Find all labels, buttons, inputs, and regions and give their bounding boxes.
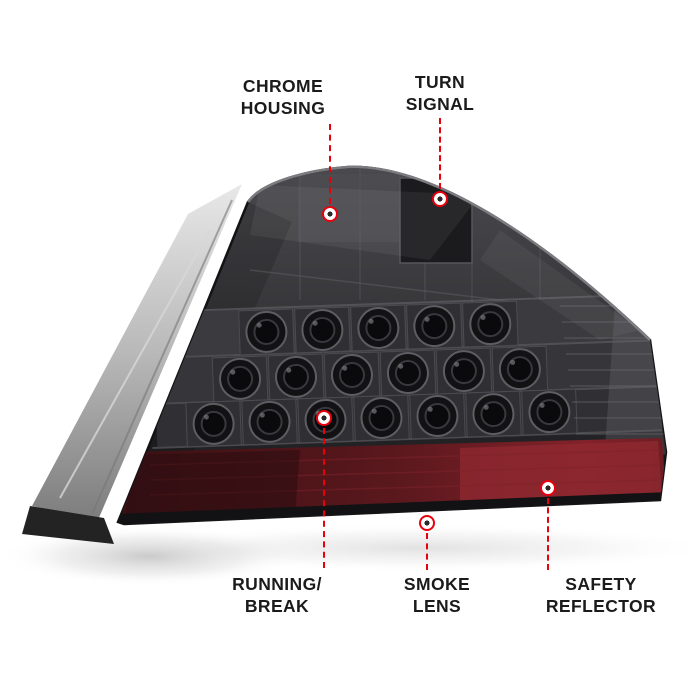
- callout-line-turn-signal: [439, 118, 441, 189]
- callout-marker-smoke-lens: [419, 515, 435, 531]
- callout-marker-safety-reflector: [540, 480, 556, 496]
- callout-label-chrome-housing: CHROME HOUSING: [240, 76, 326, 118]
- callout-label-running-break: RUNNING/ BREAK: [232, 574, 322, 616]
- callout-line-safety-reflector: [547, 498, 549, 570]
- callout-line-running-break: [323, 428, 325, 568]
- callout-label-turn-signal: TURN SIGNAL: [405, 72, 475, 114]
- callout-marker-turn-signal: [432, 191, 448, 207]
- floor-shadow: [0, 524, 700, 586]
- led-array: [147, 293, 663, 449]
- callout-line-chrome-housing: [329, 124, 331, 204]
- body-panel-fin: [22, 184, 242, 544]
- callout-marker-running-break: [316, 410, 332, 426]
- callout-line-smoke-lens: [426, 533, 428, 570]
- lens-body: [116, 165, 668, 526]
- callout-marker-chrome-housing: [322, 206, 338, 222]
- callout-label-safety-reflector: SAFETY REFLECTOR: [545, 574, 657, 616]
- callout-label-smoke-lens: SMOKE LENS: [403, 574, 471, 616]
